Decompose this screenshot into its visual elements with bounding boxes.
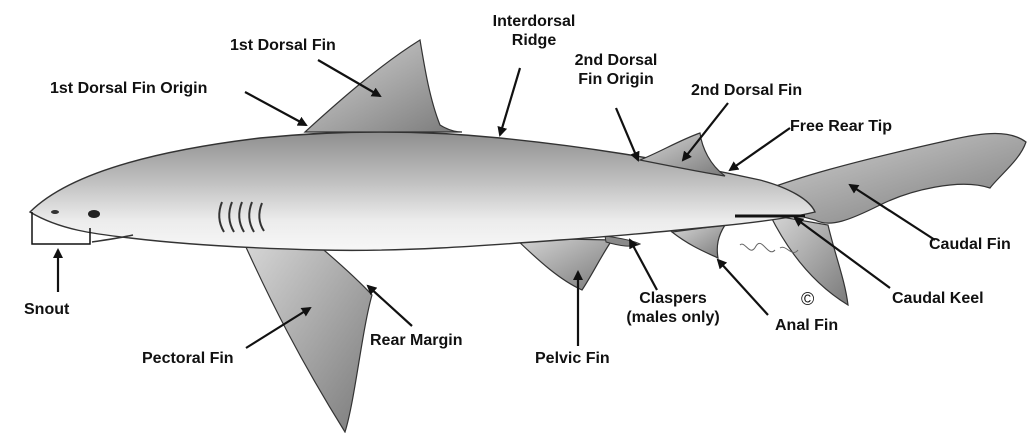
- clasper-shape: [605, 236, 640, 246]
- label-interdorsal-ridge: Interdorsal Ridge: [493, 12, 576, 50]
- arrow-free-rear-tip: [730, 128, 790, 170]
- label-claspers-line1: Claspers: [626, 289, 719, 308]
- label-second-dorsal-fin-origin-line2: Fin Origin: [575, 70, 658, 89]
- label-free-rear-tip: Free Rear Tip: [790, 117, 892, 136]
- arrow-first-dorsal-fin-origin: [245, 92, 306, 125]
- label-claspers: Claspers (males only): [626, 289, 719, 327]
- label-first-dorsal-fin-origin: 1st Dorsal Fin Origin: [50, 79, 207, 98]
- eye: [88, 210, 100, 218]
- label-interdorsal-ridge-line1: Interdorsal: [493, 12, 576, 31]
- label-second-dorsal-fin: 2nd Dorsal Fin: [691, 81, 802, 100]
- label-pelvic-fin: Pelvic Fin: [535, 349, 610, 368]
- label-second-dorsal-fin-origin-line1: 2nd Dorsal: [575, 51, 658, 70]
- label-interdorsal-ridge-line2: Ridge: [493, 31, 576, 50]
- label-caudal-fin: Caudal Fin: [929, 235, 1011, 254]
- label-first-dorsal-fin: 1st Dorsal Fin: [230, 36, 336, 55]
- label-caudal-keel: Caudal Keel: [892, 289, 984, 308]
- label-claspers-line2: (males only): [626, 308, 719, 327]
- label-rear-margin: Rear Margin: [370, 331, 462, 350]
- copyright-mark: ©: [801, 290, 814, 309]
- pelvic-fin-shape: [515, 238, 612, 290]
- label-snout: Snout: [24, 300, 69, 319]
- pectoral-fin-shape: [245, 245, 372, 432]
- arrow-interdorsal-ridge: [500, 68, 520, 135]
- arrow-rear-margin: [368, 286, 412, 326]
- arrow-second-dorsal-fin-origin: [616, 108, 638, 160]
- label-second-dorsal-fin-origin: 2nd Dorsal Fin Origin: [575, 51, 658, 89]
- label-anal-fin: Anal Fin: [775, 316, 838, 335]
- arrow-anal-fin: [718, 260, 768, 315]
- nostril: [51, 210, 59, 214]
- arrow-claspers: [630, 240, 657, 290]
- label-pectoral-fin: Pectoral Fin: [142, 349, 234, 368]
